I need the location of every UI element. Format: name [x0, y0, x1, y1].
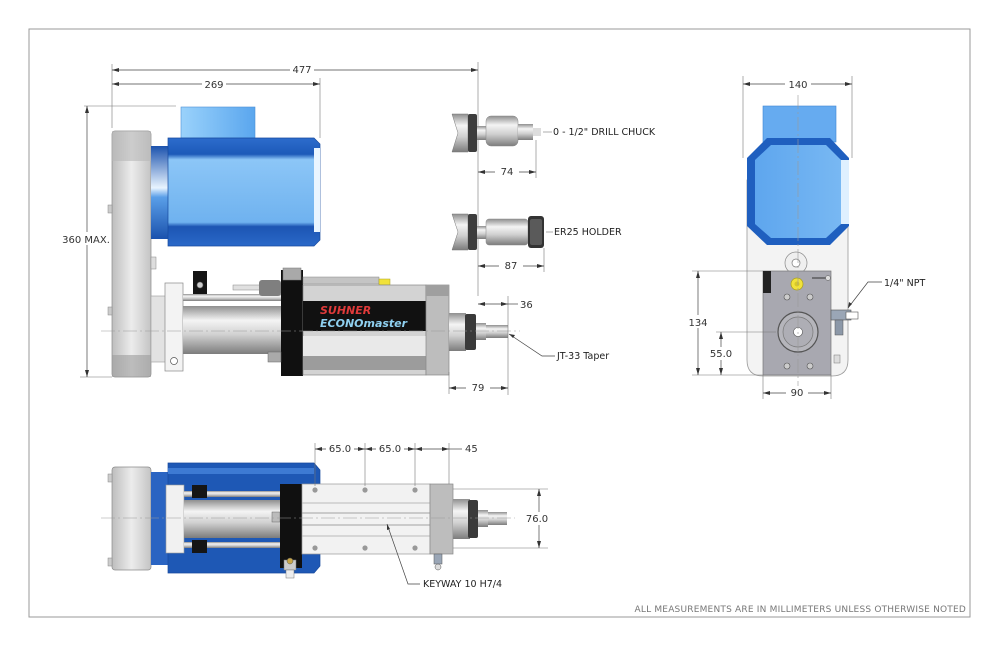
dimension-hole-pitch-2: 65.0 — [365, 442, 416, 486]
keyway-label: KEYWAY 10 H7/4 — [423, 579, 502, 590]
svg-text:477: 477 — [292, 65, 311, 76]
svg-text:45: 45 — [465, 444, 478, 455]
svg-text:65.0: 65.0 — [379, 444, 401, 455]
svg-text:36: 36 — [520, 300, 533, 311]
dimension-spindle-nose: 36 — [478, 296, 533, 395]
dimension-hole-pitch-1: 65.0 — [314, 442, 366, 486]
svg-text:76.0: 76.0 — [526, 514, 548, 525]
svg-text:55.0: 55.0 — [710, 349, 732, 360]
dimension-overall-length: 477 — [111, 62, 479, 296]
motor — [151, 106, 321, 247]
dimension-center-height: 55.0 — [708, 331, 776, 375]
brand-logo-text: SUHNER — [320, 304, 371, 317]
drawing-border — [28, 28, 971, 618]
svg-text:140: 140 — [788, 80, 807, 91]
svg-text:360 MAX.: 360 MAX. — [62, 235, 110, 246]
dimension-end-width: 140 — [742, 76, 853, 158]
dimension-end-height: 134 — [688, 270, 763, 376]
er25-holder-label: ER25 HOLDER — [554, 227, 622, 238]
keyway-callout: KEYWAY 10 H7/4 — [386, 523, 502, 590]
bottom-view: 65.0 65.0 45 76.0 KEYWAY 10 H7/ — [101, 442, 552, 590]
dimension-motor-length: 269 — [112, 77, 321, 138]
npt-label: 1/4" NPT — [884, 278, 926, 289]
svg-text:79: 79 — [472, 383, 485, 394]
spindle — [449, 313, 508, 351]
npt-callout: 1/4" NPT — [847, 278, 926, 309]
dimension-end-offset: 45 — [415, 443, 478, 484]
svg-text:90: 90 — [791, 388, 804, 399]
svg-text:74: 74 — [501, 167, 514, 178]
gearbox-housing — [107, 130, 157, 378]
dimension-rail-width: 76.0 — [453, 488, 552, 549]
dimension-quill-length: 79 — [448, 372, 508, 394]
svg-text:134: 134 — [688, 318, 707, 329]
er25-holder: 87 ER25 HOLDER — [451, 213, 622, 272]
side-view: SUHNER ECONOmaster 477 269 — [62, 62, 656, 395]
product-logo-text: ECONOmaster — [320, 317, 408, 330]
svg-text:269: 269 — [204, 80, 223, 91]
end-view: 140 134 55.0 90 1/4" NPT — [688, 76, 926, 399]
dimension-flange-width: 90 — [762, 375, 832, 399]
svg-text:65.0: 65.0 — [329, 444, 351, 455]
dimension-height: 360 MAX. — [62, 105, 176, 378]
taper-label: JT-33 Taper — [556, 351, 609, 362]
drill-chuck: 74 0 - 1/2" DRILL CHUCK — [451, 113, 656, 178]
mounting-holes — [312, 487, 418, 551]
units-note: ALL MEASUREMENTS ARE IN MILLIMETERS UNLE… — [635, 605, 967, 615]
mounting-bracket — [150, 271, 281, 372]
drill-chuck-label: 0 - 1/2" DRILL CHUCK — [553, 127, 656, 138]
svg-text:87: 87 — [505, 261, 518, 272]
taper-callout: JT-33 Taper — [508, 333, 609, 362]
slide-unit: SUHNER ECONOmaster — [267, 267, 450, 376]
